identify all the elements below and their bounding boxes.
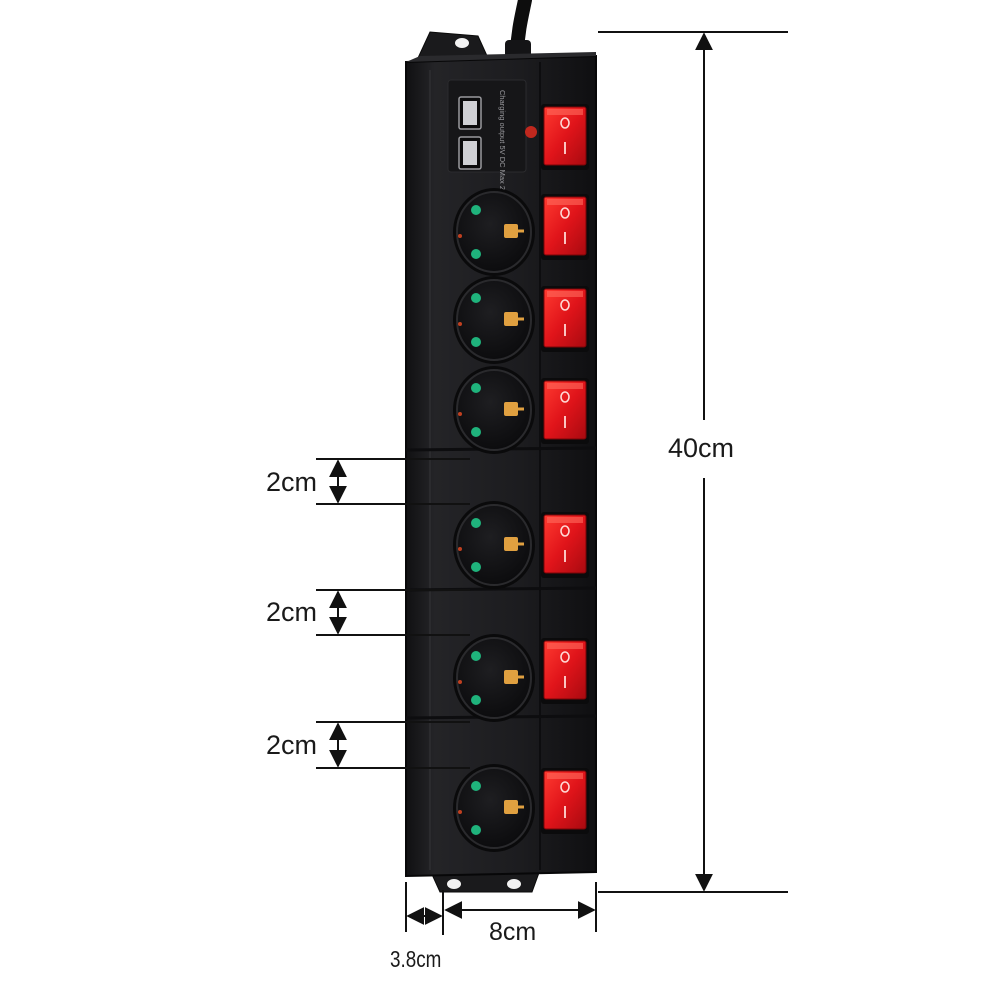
earth-clip: [504, 312, 518, 326]
socket-5[interactable]: [453, 634, 535, 722]
spacing-dimension-3: [316, 721, 470, 769]
length-dimension: [598, 31, 788, 893]
spacing-label-2: 2cm: [266, 597, 318, 627]
usb-panel: Charging output 5V DC Max 2.1A: [447, 79, 537, 201]
socket-4[interactable]: [453, 501, 535, 589]
socket-contact: [471, 781, 481, 791]
width-dimension: [405, 882, 597, 935]
earth-clip: [504, 537, 518, 551]
socket-contact: [471, 695, 481, 705]
socket-contact: [471, 562, 481, 572]
off-symbol-icon: [560, 525, 570, 537]
socket-6[interactable]: [453, 764, 535, 852]
socket-column: [453, 188, 535, 852]
earth-clip: [504, 224, 518, 238]
off-symbol-icon: [560, 651, 570, 663]
usb-port-1[interactable]: [458, 96, 482, 130]
depth-label: 3.8cm: [390, 946, 442, 972]
earth-clip: [504, 670, 518, 684]
socket-2[interactable]: [453, 276, 535, 364]
rocker-switch-3[interactable]: [541, 286, 589, 352]
spacing-label-3: 2cm: [266, 730, 318, 760]
rocker-switch-5[interactable]: [541, 512, 589, 578]
spacing-dimension-1: [316, 458, 470, 505]
spacing-label-1: 2cm: [266, 467, 318, 497]
socket-contact: [471, 651, 481, 661]
socket-contact: [471, 293, 481, 303]
rocker-switch-1[interactable]: [541, 104, 589, 170]
earth-clip: [504, 402, 518, 416]
off-symbol-icon: [560, 207, 570, 219]
power-indicator-light: [525, 126, 537, 138]
usb-spec-label: Charging output 5V DC Max 2.1A: [498, 90, 507, 201]
off-symbol-icon: [560, 781, 570, 793]
switch-column: [541, 104, 589, 834]
length-label: 40cm: [666, 433, 737, 464]
rocker-switch-2[interactable]: [541, 194, 589, 260]
width-label: 8cm: [489, 918, 537, 946]
socket-contact: [471, 825, 481, 835]
top-mount-tab: [417, 31, 489, 59]
earth-clip: [504, 800, 518, 814]
usb-port-2[interactable]: [458, 136, 482, 170]
socket-contact: [471, 337, 481, 347]
socket-contact: [471, 383, 481, 393]
socket-contact: [471, 205, 481, 215]
socket-contact: [471, 427, 481, 437]
socket-contact: [471, 518, 481, 528]
off-symbol-icon: [560, 391, 570, 403]
power-cord: [505, 0, 532, 60]
socket-contact: [471, 249, 481, 259]
socket-1[interactable]: [453, 188, 535, 276]
rocker-switch-6[interactable]: [541, 638, 589, 704]
off-symbol-icon: [560, 117, 570, 129]
rocker-switch-4[interactable]: [541, 378, 589, 444]
rocker-switch-7[interactable]: [541, 768, 589, 834]
off-symbol-icon: [560, 299, 570, 311]
socket-3[interactable]: [453, 366, 535, 454]
spacing-dimension-2: [316, 589, 470, 636]
